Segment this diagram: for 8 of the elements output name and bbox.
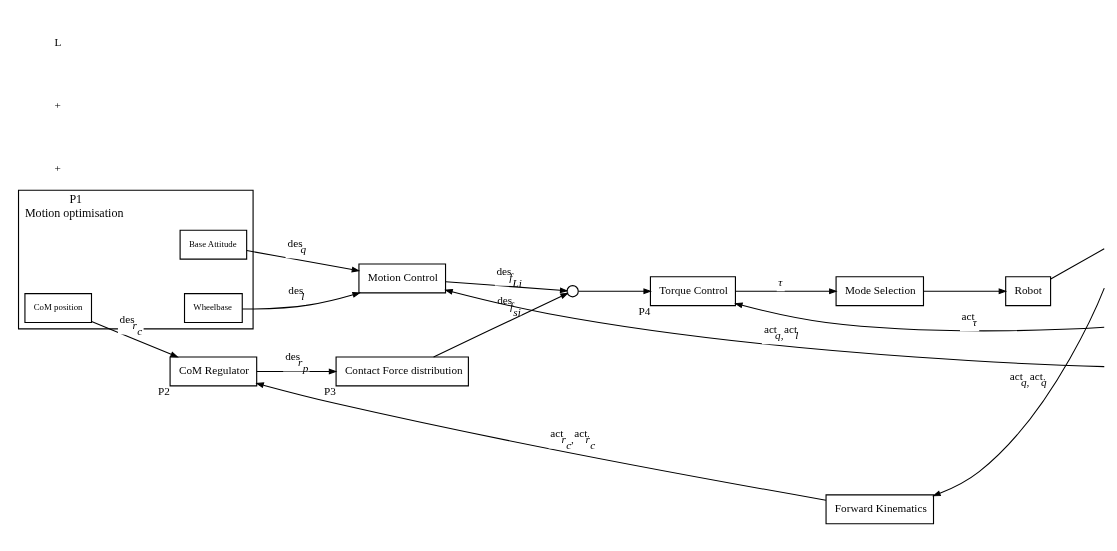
node-label: P3 <box>324 384 336 397</box>
label: + <box>54 161 61 174</box>
edge-label: τ <box>778 275 783 288</box>
node-label: P4 <box>638 304 651 317</box>
node-label: P2 <box>158 384 170 397</box>
label: + <box>54 98 61 111</box>
label: L <box>54 35 62 48</box>
node-label: P1 <box>69 191 83 206</box>
